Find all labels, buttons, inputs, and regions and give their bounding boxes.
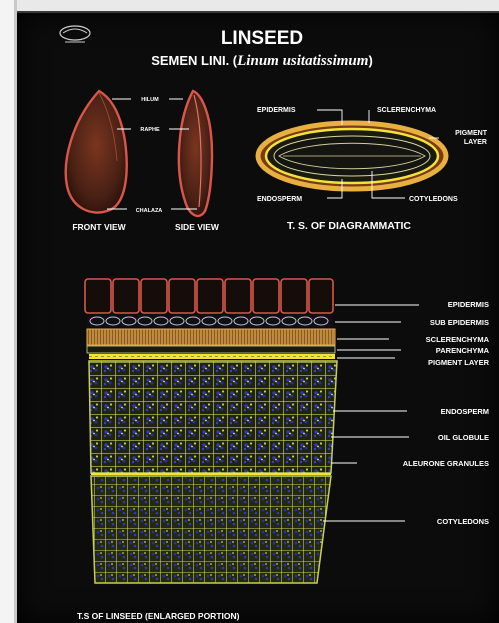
diagrammatic-title: T. S. OF DIAGRAMMATIC: [287, 220, 411, 232]
label-ts-pigment: PIGMENT: [455, 130, 488, 137]
label-en-sub-epidermis: SUB EPIDERMIS: [430, 318, 489, 327]
label-ts-sclerenchyma: SCLERENCHYMA: [377, 107, 436, 114]
label-en-sclerenchyma: SCLERENCHYMA: [426, 335, 490, 344]
label-en-parenchyma: PARENCHYMA: [436, 346, 490, 355]
diagrammatic-cross-section: [258, 123, 446, 189]
parenchyma-band: [87, 346, 335, 353]
label-raphe: RAPHE: [140, 127, 160, 133]
label-en-oil-globule: OIL GLOBULE: [438, 433, 489, 442]
label-side-view: SIDE VIEW: [175, 222, 220, 232]
label-en-cotyledons: COTYLEDONS: [437, 517, 489, 526]
poster-diagram: LINSEED SEMEN LINI. (Linum usitatissimum…: [17, 11, 499, 623]
label-en-pigment-layer: PIGMENT LAYER: [428, 358, 490, 367]
poster: LINSEED SEMEN LINI. (Linum usitatissimum…: [17, 11, 499, 623]
poster-title: LINSEED: [221, 28, 303, 49]
sclerenchyma-band: [87, 329, 335, 345]
seed-front-view: [66, 91, 127, 213]
label-hilum: HILUM: [141, 97, 159, 103]
sub-epidermis-cells: [87, 315, 333, 327]
enlarged-cross-section: [85, 279, 337, 583]
label-ts-cotyledons: COTYLEDONS: [409, 196, 458, 203]
label-en-endosperm: ENDOSPERM: [441, 407, 489, 416]
endosperm-tissue: [89, 361, 337, 473]
cotyledon-tissue: [91, 476, 331, 583]
epidermis-cells: [85, 279, 333, 313]
seed-side-view: [179, 91, 212, 216]
poster-subtitle: SEMEN LINI. (Linum usitatissimum): [151, 53, 373, 69]
label-chalaza: CHALAZA: [136, 208, 163, 214]
label-en-aleurone: ALEURONE GRANULES: [403, 459, 489, 468]
label-en-epidermis: EPIDERMIS: [448, 300, 489, 309]
publisher-logo: [60, 26, 90, 42]
enlarged-title: T.S OF LINSEED (ENLARGED PORTION): [77, 611, 240, 621]
label-ts-endosperm: ENDOSPERM: [257, 196, 302, 203]
label-ts-layer: LAYER: [464, 139, 487, 146]
label-front-view: FRONT VIEW: [72, 222, 126, 232]
label-ts-epidermis: EPIDERMIS: [257, 107, 296, 114]
